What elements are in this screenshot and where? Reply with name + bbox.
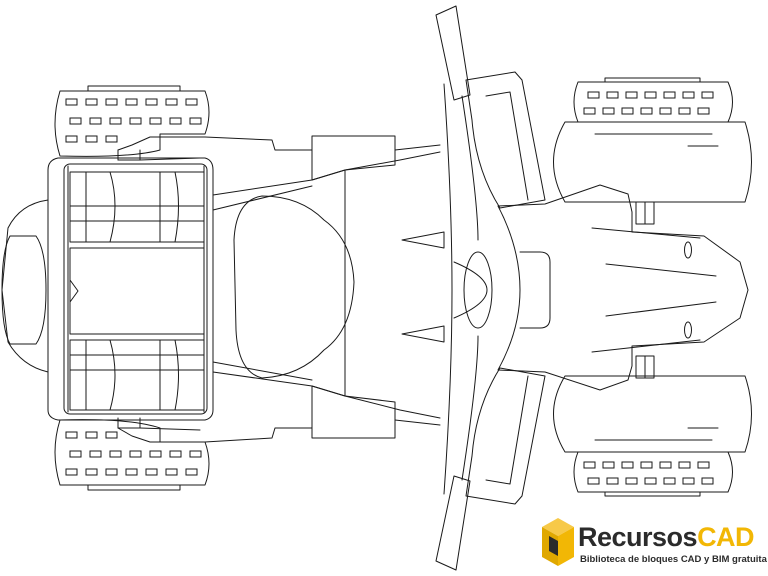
tread-block — [109, 450, 122, 458]
tread-block — [165, 98, 178, 106]
tread-block — [105, 98, 118, 106]
tread-block — [640, 107, 653, 115]
tread-block — [697, 107, 710, 115]
tread-block — [678, 461, 691, 469]
cube-logo-icon — [542, 518, 574, 566]
front-right-tire — [553, 375, 752, 497]
front-bumper — [519, 251, 551, 329]
tread-block — [105, 135, 118, 143]
tread-block — [69, 450, 82, 458]
tread-block — [644, 91, 657, 99]
handlebar — [435, 5, 493, 571]
tire-tread-blocks — [65, 431, 202, 476]
tread-block — [583, 461, 596, 469]
rear-fenders — [117, 136, 313, 443]
tread-block — [701, 477, 714, 485]
body-frame — [212, 135, 441, 439]
tread-block — [701, 91, 714, 99]
tread-block — [189, 117, 202, 125]
tread-block — [145, 468, 158, 476]
tread-block — [65, 135, 78, 143]
tread-block — [682, 91, 695, 99]
tread-block — [125, 98, 138, 106]
tank-vents — [401, 231, 445, 343]
front-left-tire — [553, 77, 752, 203]
tread-block — [65, 468, 78, 476]
tread-block — [625, 91, 638, 99]
tread-block — [165, 468, 178, 476]
tread-block — [169, 450, 182, 458]
rear-rack — [47, 157, 214, 421]
tread-block — [189, 450, 202, 458]
tire-tread-blocks — [583, 91, 714, 115]
tread-block — [109, 117, 122, 125]
front-axle — [635, 201, 655, 379]
tread-block — [89, 450, 102, 458]
tread-block — [587, 91, 600, 99]
tread-block — [625, 477, 638, 485]
tread-block — [621, 461, 634, 469]
tread-block — [129, 450, 142, 458]
tread-block — [621, 107, 634, 115]
brand-name: RecursosCAD — [578, 522, 755, 552]
tread-block — [697, 461, 710, 469]
tread-block — [149, 117, 162, 125]
tread-block — [89, 117, 102, 125]
tread-block — [587, 477, 600, 485]
tread-block — [125, 468, 138, 476]
tread-block — [65, 431, 78, 439]
tread-block — [583, 107, 596, 115]
tread-block — [85, 135, 98, 143]
brand-name-part1: Recursos — [578, 522, 698, 552]
tread-block — [105, 431, 118, 439]
tread-block — [602, 461, 615, 469]
tread-block — [149, 450, 162, 458]
tread-block — [145, 98, 158, 106]
tread-block — [185, 98, 198, 106]
tread-block — [640, 461, 653, 469]
tread-block — [659, 461, 672, 469]
seat — [233, 195, 355, 379]
brand-name-part2: CAD — [697, 522, 755, 552]
rear-right-tire — [54, 419, 210, 491]
tread-block — [85, 98, 98, 106]
tread-block — [602, 107, 615, 115]
front-fenders — [465, 71, 546, 505]
front-hood — [497, 184, 749, 391]
brand-tagline: Biblioteca de bloques CAD y BIM gratuita — [580, 554, 767, 565]
tread-block — [682, 477, 695, 485]
tread-block — [129, 117, 142, 125]
tread-block — [606, 91, 619, 99]
tail-light — [1, 199, 49, 373]
tread-block — [606, 477, 619, 485]
tread-block — [105, 468, 118, 476]
tread-block — [678, 107, 691, 115]
tread-block — [69, 117, 82, 125]
rear-left-tire — [54, 85, 210, 157]
tread-block — [659, 107, 672, 115]
recursoscad-watermark: RecursosCAD Biblioteca de bloques CAD y … — [540, 514, 768, 576]
tread-block — [663, 477, 676, 485]
tread-block — [185, 468, 198, 476]
tire-tread-blocks — [65, 98, 202, 143]
tread-block — [65, 98, 78, 106]
tread-block — [85, 468, 98, 476]
tread-block — [663, 91, 676, 99]
tire-tread-blocks — [583, 461, 714, 485]
tread-block — [169, 117, 182, 125]
tread-block — [85, 431, 98, 439]
tread-block — [644, 477, 657, 485]
